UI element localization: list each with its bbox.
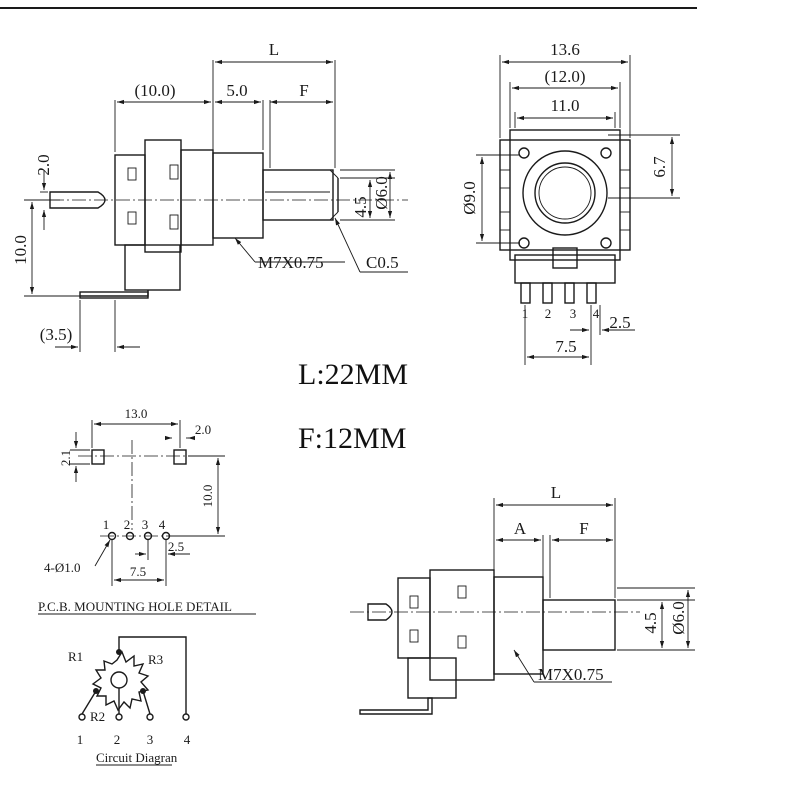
dim-2-5: 2.5	[609, 313, 630, 332]
front-view: 1 2 3 4 13.6 (12.0) 11.0 6.7 Ø9.0 7.5	[460, 40, 680, 365]
dim2-45: 4.5	[641, 612, 660, 633]
side-view: L (10.0) 5.0 F 2.0 10.0 (3.5) 4.5 Ø6.0	[11, 40, 408, 352]
circuit-pin-2: 2	[114, 732, 121, 747]
dim-d9: Ø9.0	[460, 181, 479, 215]
dim-2: 2.0	[34, 154, 53, 175]
pcb-pin-1: 1	[103, 517, 110, 532]
circuit-diagram: R1 R3 R2 1 2 3 4 Circuit Diagran	[68, 636, 191, 766]
chamfer-label: C0.5	[366, 253, 399, 272]
circuit-pin-3: 3	[147, 732, 154, 747]
thread-label: M7X0.75	[258, 253, 324, 272]
pcb-hole-4	[161, 531, 171, 541]
dim2-d6: Ø6.0	[669, 601, 688, 635]
pin-label-4: 4	[593, 306, 600, 321]
pin-4	[586, 282, 597, 304]
shaft-2	[542, 599, 616, 651]
pcb-dim-10: 10.0	[200, 485, 215, 508]
dim2-a: A	[514, 519, 527, 538]
pcb-hole-2	[125, 531, 135, 541]
mount-hole-right	[173, 449, 187, 465]
thread2-label: M7X0.75	[538, 665, 604, 684]
dim-6-7: 6.7	[650, 156, 669, 178]
dim2-f: F	[579, 519, 588, 538]
dim-l: L	[269, 40, 279, 59]
circuit-pin-4: 4	[184, 732, 191, 747]
pin-2	[542, 282, 553, 304]
bushing-2	[493, 576, 544, 675]
body-2	[429, 569, 495, 681]
pin-1	[520, 282, 531, 304]
pcb-pin-4: 4	[159, 517, 166, 532]
dim-10: (10.0)	[134, 81, 175, 100]
body	[144, 139, 182, 253]
pin-label-2: 2	[545, 306, 552, 321]
resistor-track	[91, 650, 150, 712]
wiper-center	[110, 671, 128, 689]
dim-11: 11.0	[550, 96, 579, 115]
flat-note: F:12MM	[298, 422, 406, 455]
dim-10v: 10.0	[11, 235, 30, 265]
dim-13-6: 13.6	[550, 40, 580, 59]
hole-note: 4-Ø1.0	[44, 560, 80, 575]
pcb-caption: P.C.B. MOUNTING HOLE DETAIL	[38, 599, 232, 614]
dial	[522, 150, 608, 236]
pcb-dim-2: 2.0	[195, 422, 211, 437]
housing	[499, 139, 631, 251]
pcb-hole-3	[143, 531, 153, 541]
bushing	[212, 152, 264, 239]
r2-label: R2	[90, 709, 105, 724]
pcb-pin-3: 3	[142, 517, 149, 532]
r3-label: R3	[148, 652, 163, 667]
circuit-caption: Circuit Diagran	[96, 750, 178, 765]
pcb-dim-13: 13.0	[125, 406, 148, 421]
circuit-pin-1: 1	[77, 732, 84, 747]
dim-35: (3.5)	[40, 325, 73, 344]
length-note: L:22MM	[298, 358, 408, 391]
pcb-hole-1	[107, 531, 117, 541]
pin-3	[564, 282, 575, 304]
dim-7-5: 7.5	[555, 337, 576, 356]
pcb-dim-7-5: 7.5	[130, 564, 146, 579]
dim-45: 4.5	[351, 196, 370, 217]
side-view-2: L A F 4.5 Ø6.0 M7X0.75	[350, 483, 695, 715]
dim-12: (12.0)	[544, 67, 585, 86]
pcb-dim-2-5: 2.5	[168, 539, 184, 554]
dim-5: 5.0	[226, 81, 247, 100]
dim-f: F	[299, 81, 308, 100]
r1-label: R1	[68, 649, 83, 664]
pcb-detail: 13.0 2.0 2.1 10.0 1 2 3 4 7.5 2.5 4-Ø1.0	[38, 406, 256, 615]
pin-label-3: 3	[570, 306, 577, 321]
pcb-pin-2: 2	[124, 517, 131, 532]
shaft	[262, 169, 334, 221]
dim-d6: Ø6.0	[372, 176, 391, 210]
dim2-l: L	[551, 483, 561, 502]
pcb-dim-2-1: 2.1	[58, 450, 73, 466]
mount-hole-left	[91, 449, 105, 465]
